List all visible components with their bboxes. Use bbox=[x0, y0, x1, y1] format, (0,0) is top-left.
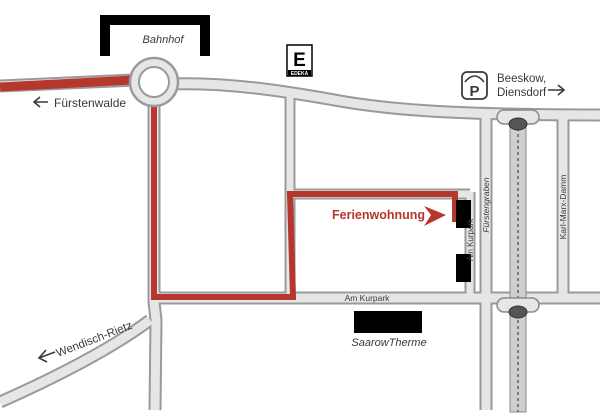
destination-label: Ferienwohnung bbox=[332, 208, 425, 222]
therme-building bbox=[354, 311, 422, 333]
direction-east-label-line1: Beeskow, bbox=[497, 73, 546, 85]
street-karl-marx-damm-label: Karl-Marx-Damm bbox=[558, 175, 568, 240]
street-am-kurpark-label: Am Kurpark bbox=[345, 293, 391, 303]
edeka-letter: E bbox=[293, 50, 306, 71]
apartment-building-south bbox=[456, 254, 471, 282]
edeka-name: EDEKA bbox=[291, 71, 309, 77]
rail-crossing-north bbox=[496, 109, 540, 131]
direction-east-label-line2: Diensdorf bbox=[497, 87, 547, 99]
arrow-southwest-icon bbox=[37, 349, 56, 363]
apartment-building-north bbox=[456, 200, 471, 228]
route-west-approach bbox=[0, 75, 133, 92]
street-am-kurpark-vertical-label: Am Kurpark bbox=[466, 218, 475, 261]
station-label: Bahnhof bbox=[143, 34, 185, 46]
triangle-marker-icon bbox=[424, 206, 446, 226]
station-building bbox=[100, 15, 210, 56]
direction-west-label: Fürstenwalde bbox=[54, 96, 126, 110]
railway bbox=[509, 121, 527, 413]
edeka-logo-icon: E EDEKA bbox=[286, 44, 313, 77]
arrow-left-icon bbox=[32, 96, 48, 108]
arrow-right-icon bbox=[548, 84, 566, 96]
parking-icon: P bbox=[461, 71, 488, 100]
rail-crossing-south bbox=[496, 297, 540, 319]
roundabout bbox=[128, 56, 180, 108]
parking-letter: P bbox=[469, 83, 479, 100]
route-south-leg bbox=[151, 100, 458, 300]
street-fuerstengraben-label: Fürstengraben bbox=[481, 177, 491, 233]
therme-label: SaarowTherme bbox=[351, 337, 426, 349]
